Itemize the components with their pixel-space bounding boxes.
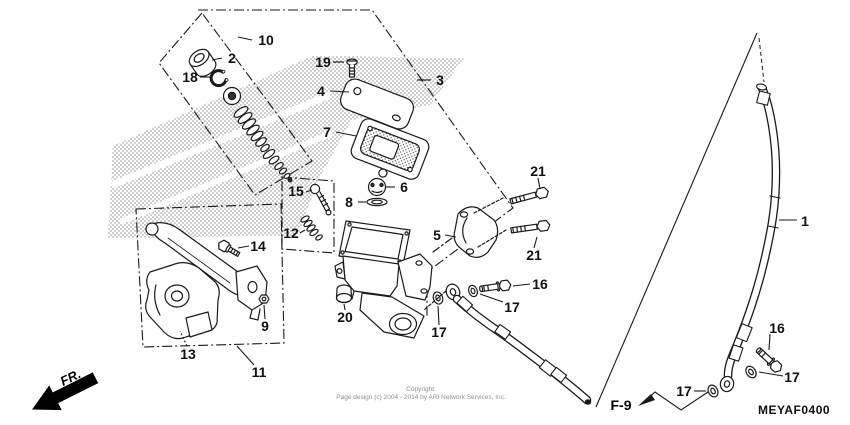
front-direction-arrow xyxy=(32,372,99,411)
diaphragm-plate-6 xyxy=(367,177,387,197)
clamp-bolt-21-lower xyxy=(510,219,551,234)
part-callout-1-0[interactable]: 1 xyxy=(801,213,809,229)
return-spring-12 xyxy=(300,215,323,241)
handlebar-clamp-5 xyxy=(432,197,507,258)
lever-bracket-13 xyxy=(145,262,220,340)
brake-hose-1 xyxy=(719,83,781,393)
part-callout-21-25[interactable]: 21 xyxy=(526,247,542,263)
part-callout-15-14[interactable]: 15 xyxy=(288,183,304,199)
assembly-boundary-lines xyxy=(135,9,514,348)
hose-routing-lines xyxy=(595,32,765,408)
part-callout-17-18[interactable]: 17 xyxy=(431,324,447,340)
seal-washer-8 xyxy=(366,197,388,207)
lever-pivot-bolt-14 xyxy=(218,239,241,258)
part-callout-16-15[interactable]: 16 xyxy=(532,276,548,292)
pivot-nut-9 xyxy=(258,294,270,304)
part-callout-17-20[interactable]: 17 xyxy=(784,369,800,385)
rod-boot-20 xyxy=(335,284,353,304)
leader-lines xyxy=(179,36,797,411)
part-callout-7-6[interactable]: 7 xyxy=(323,124,331,140)
circlip-part-18 xyxy=(209,69,229,88)
banjo-bolt-16-upper xyxy=(479,279,512,293)
part-callout-12-11[interactable]: 12 xyxy=(283,225,299,241)
banjo-bolt-16-lower xyxy=(755,347,783,373)
part-callout-17-19[interactable]: 17 xyxy=(676,383,692,399)
part-callout-21-24[interactable]: 21 xyxy=(530,163,546,179)
reservoir-screw-19 xyxy=(346,58,358,89)
sealing-washer-17-bottom xyxy=(707,384,719,398)
piston-spring-set xyxy=(233,106,293,183)
part-callout-9-8[interactable]: 9 xyxy=(261,318,269,334)
part-callout-13-12[interactable]: 13 xyxy=(180,346,196,362)
part-callout-17-17[interactable]: 17 xyxy=(504,299,520,315)
piston-washer xyxy=(222,86,242,106)
section-ref-f9[interactable]: F-9 xyxy=(610,397,632,413)
sealing-washer-17-right xyxy=(745,365,757,379)
part-callout-5-4[interactable]: 5 xyxy=(433,227,441,243)
part-callout-2-1[interactable]: 2 xyxy=(228,50,236,66)
part-callout-11-10[interactable]: 11 xyxy=(251,364,267,380)
rod-box xyxy=(281,176,335,254)
brake-hose-upper-segment xyxy=(452,294,592,405)
copyright-text: Copyright: Page design (c) 2004 - 2014 b… xyxy=(336,386,505,402)
diaphragm-7 xyxy=(350,118,430,180)
boot-part-2 xyxy=(188,48,217,77)
master-cylinder-body xyxy=(334,220,433,339)
copyright-line1: Copyright: xyxy=(406,386,436,393)
part-callout-14-13[interactable]: 14 xyxy=(250,238,266,254)
copyright-line2: Page design (c) 2004 - 2014 by ARI Netwo… xyxy=(336,394,506,401)
part-callout-20-23[interactable]: 20 xyxy=(337,309,353,325)
part-callout-8-7[interactable]: 8 xyxy=(345,194,353,210)
adjuster-screw-15 xyxy=(309,183,332,216)
diagram-code: MEYAF0400 xyxy=(757,403,831,417)
lever-box-11 xyxy=(135,203,285,348)
kit-box-10 xyxy=(158,12,313,196)
part-callout-4-3[interactable]: 4 xyxy=(317,83,325,99)
sealing-washer-17-mid xyxy=(467,284,479,298)
part-callout-16-16[interactable]: 16 xyxy=(769,320,785,336)
part-callout-3-2[interactable]: 3 xyxy=(436,72,444,88)
clamp-bolt-21-upper xyxy=(509,186,549,205)
part-callout-19-22[interactable]: 19 xyxy=(315,54,331,70)
assy-boundary-3 xyxy=(198,9,514,317)
part-callout-6-5[interactable]: 6 xyxy=(400,179,408,195)
part-callout-18-21[interactable]: 18 xyxy=(182,69,198,85)
part-callout-10-9[interactable]: 10 xyxy=(258,32,274,48)
